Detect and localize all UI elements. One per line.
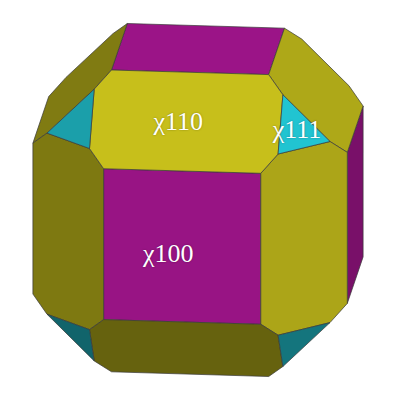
crystal-face xyxy=(47,314,94,361)
crystal-face xyxy=(90,70,283,173)
crystal-face xyxy=(90,320,283,377)
crystal-face xyxy=(104,169,261,325)
crystal-face xyxy=(47,89,94,148)
crystal-face xyxy=(33,133,104,330)
crystal-face xyxy=(112,24,285,75)
crystal-face xyxy=(278,323,330,367)
crystal-face xyxy=(269,28,363,152)
facet-label: χ110 xyxy=(153,109,203,135)
facet-label: χ100 xyxy=(143,241,194,267)
crystal-face xyxy=(261,142,348,336)
facet-label: χ111 xyxy=(273,117,322,143)
